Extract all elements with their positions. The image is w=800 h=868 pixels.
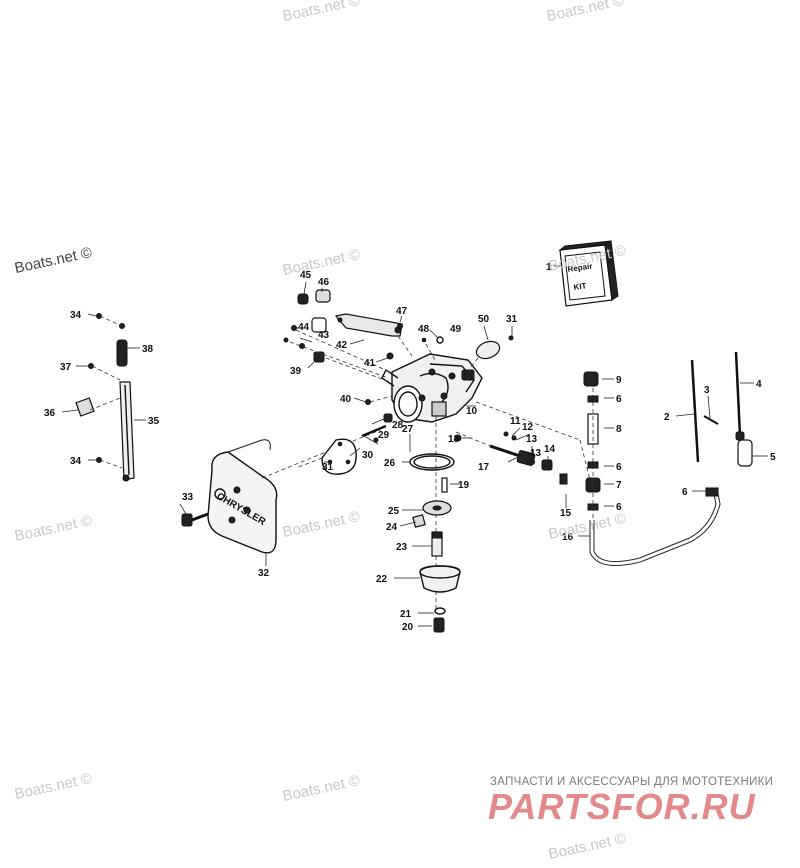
right-rods [690,351,753,467]
throttle-arm [334,313,413,357]
flange-gasket-30 [295,438,357,475]
callout-15: 15 [560,508,572,519]
callout-39: 39 [290,366,302,377]
repair-kit-text-1: Repair [567,262,593,274]
callout-35: 35 [148,416,160,427]
callout-6d: 6 [682,487,688,498]
callout-16: 16 [562,532,574,543]
callout-17: 17 [478,462,490,473]
callout-44: 44 [298,322,310,333]
callout-38: 38 [142,344,154,355]
float-bowl-stack [409,416,461,633]
callout-48: 48 [418,324,430,335]
callout-43: 43 [318,330,330,341]
callout-50: 50 [478,314,490,325]
callout-7: 7 [616,480,622,491]
callout-21: 21 [400,609,412,620]
callout-41: 41 [364,358,376,369]
callout-26: 26 [384,458,396,469]
parts-47-to-50 [397,323,514,369]
callout-45: 45 [300,270,312,281]
callout-18: 18 [448,434,460,445]
callouts: 1 2 3 4 5 6 6 6 6 7 8 9 10 11 12 13 13 1… [44,262,776,633]
footer-logo: PARTSFOR.RU [488,786,756,827]
leader-lines [61,265,768,627]
callout-10: 10 [466,406,478,417]
callout-30: 30 [362,450,374,461]
callout-11: 11 [510,416,521,427]
callout-5: 5 [770,452,776,463]
callout-34b: 34 [70,456,82,467]
callout-25: 25 [388,506,400,517]
callout-47: 47 [396,306,408,317]
screw-33 [181,512,209,527]
callout-9: 9 [616,375,622,386]
callout-27: 27 [402,424,414,435]
parts-28-29-40-41 [361,352,394,443]
callout-22: 22 [376,574,388,585]
callout-6a: 6 [616,394,622,405]
callout-12: 12 [522,422,534,433]
callout-34a: 34 [70,310,82,321]
callout-14: 14 [544,444,556,455]
callout-1: 1 [546,262,552,273]
callout-49: 49 [450,324,462,335]
footer-caption: ЗАПЧАСТИ И АКСЕССУАРЫ ДЛЯ МОТОТЕХНИКИ [490,776,774,788]
callout-29: 29 [378,430,390,441]
air-silencer-cover: CHRYSLER [207,429,381,554]
repair-kit-box: Repair KIT [558,240,619,307]
callout-37: 37 [60,362,72,373]
callout-8: 8 [616,424,622,435]
linkage-rod-assembly [75,313,135,482]
repair-kit-text-2: KIT [573,281,587,292]
callout-24: 24 [386,522,398,533]
needle-valve-parts [454,431,568,485]
callout-4: 4 [756,379,762,390]
parts-45-46 [297,289,331,333]
callout-19: 19 [458,480,470,491]
callout-28: 28 [392,420,404,431]
callout-13a: 13 [526,434,538,445]
callout-46: 46 [318,277,330,288]
callout-36: 36 [44,408,56,419]
fuel-fittings [475,371,721,567]
callout-31a: 31 [322,462,334,473]
callout-20: 20 [402,622,414,633]
callout-13b: 13 [530,448,542,459]
carburetor-body [381,353,483,423]
callout-23: 23 [396,542,408,553]
callout-42: 42 [336,340,348,351]
callout-2: 2 [664,412,670,423]
callout-6c: 6 [616,502,622,513]
callout-3: 3 [704,385,710,396]
callout-32: 32 [258,568,270,579]
callout-33: 33 [182,492,194,503]
callout-40: 40 [340,394,352,405]
callout-31b: 31 [506,314,518,325]
idle-screw-parts [283,325,391,383]
callout-6b: 6 [616,462,622,473]
